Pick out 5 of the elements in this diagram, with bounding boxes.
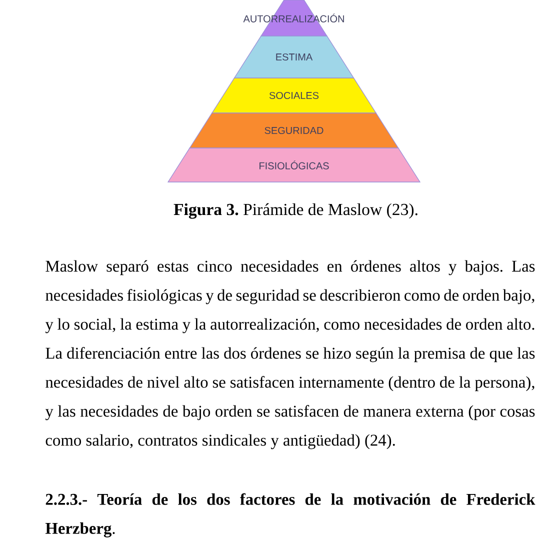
body-text: Maslow separó estas cinco necesidades en órdenes altos y bajos. Las necesidades fisiológicas y de seguridad se describieron como de orden bajo, y lo social, la estima y la autorrealización, como necesidades de orden alto. La diferenciación entre las dos órdenes se hizo según la premisa de que las necesidades de nivel alto se satisfacen internamente (dentro de la persona), y las necesidades de bajo orden se satisfacen de manera externa (por cosas como salario, contratos sindicales y antigüedad) (24). [45,260,535,450]
figure-caption: Figura 3. Pirámide de Maslow (23). [174,203,418,219]
pyramid-level: SEGURIDAD [189,112,399,148]
pyramid-level: ESTIMA [234,36,354,78]
section-heading: 2.2.3.- Teoría de los dos factores de la motivación de Frederick Herzberg. [45,493,536,538]
